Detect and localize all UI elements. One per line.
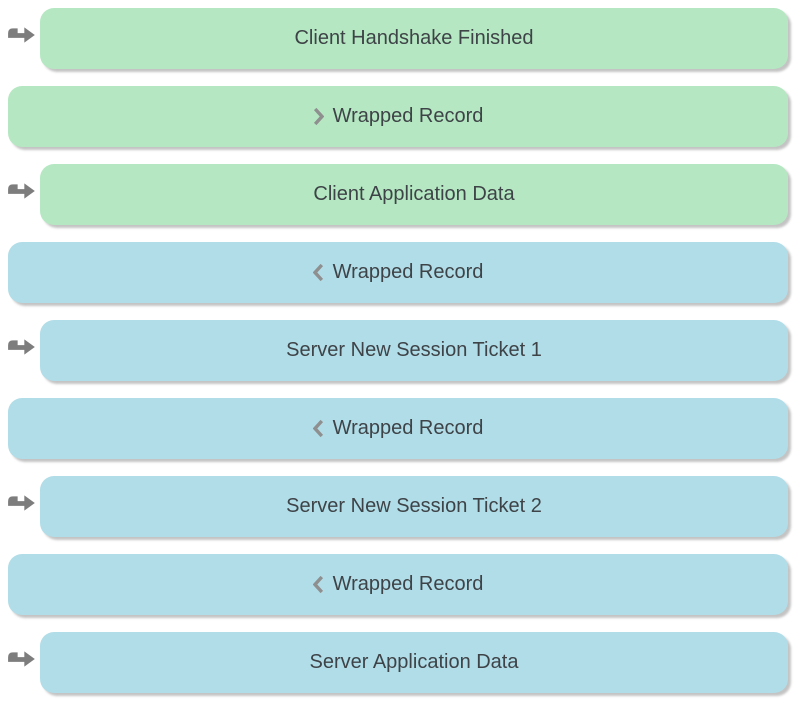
record-box-wrapped-record[interactable]: Wrapped Record (8, 554, 788, 615)
flow-row-wrapped-record-server: Wrapped Record (0, 242, 800, 303)
flow-row-wrapped-record-client: Wrapped Record (0, 86, 800, 147)
record-box-wrapped-record[interactable]: Wrapped Record (8, 398, 788, 459)
sent-arrow-icon (5, 336, 36, 357)
sent-arrow-icon (5, 24, 36, 45)
record-label: Wrapped Record (332, 261, 484, 283)
flow-row-server-new-session-ticket-1: Server New Session Ticket 1 (0, 320, 800, 381)
flow-row-client-application-data: Client Application Data (0, 164, 800, 225)
chevron-left-icon (312, 419, 324, 438)
record-box-client-handshake-finished[interactable]: Client Handshake Finished (40, 8, 788, 69)
flow-row-server-application-data: Server Application Data (0, 632, 800, 693)
record-label: Client Application Data (313, 183, 515, 205)
record-label: Wrapped Record (332, 105, 484, 127)
flow-row-server-new-session-ticket-2: Server New Session Ticket 2 (0, 476, 800, 537)
record-box-server-application-data[interactable]: Server Application Data (40, 632, 788, 693)
record-label: Server Application Data (309, 651, 519, 673)
record-label: Wrapped Record (332, 573, 484, 595)
flow-row-wrapped-record-server: Wrapped Record (0, 398, 800, 459)
record-box-server-new-session-ticket-1[interactable]: Server New Session Ticket 1 (40, 320, 788, 381)
chevron-right-icon (313, 107, 324, 126)
flow-row-wrapped-record-server: Wrapped Record (0, 554, 800, 615)
record-box-server-new-session-ticket-2[interactable]: Server New Session Ticket 2 (40, 476, 788, 537)
chevron-left-icon (312, 575, 324, 594)
sent-arrow-icon (5, 492, 36, 513)
chevron-left-icon (312, 263, 324, 282)
sent-arrow-icon (5, 648, 36, 669)
record-box-wrapped-record[interactable]: Wrapped Record (8, 242, 788, 303)
record-label: Client Handshake Finished (294, 27, 534, 49)
record-box-client-application-data[interactable]: Client Application Data (40, 164, 788, 225)
sent-arrow-icon (5, 180, 36, 201)
record-label: Wrapped Record (332, 417, 484, 439)
record-box-wrapped-record[interactable]: Wrapped Record (8, 86, 788, 147)
record-label: Server New Session Ticket 2 (286, 495, 542, 517)
record-label: Server New Session Ticket 1 (286, 339, 542, 361)
flow-row-client-handshake-finished: Client Handshake Finished (0, 8, 800, 69)
